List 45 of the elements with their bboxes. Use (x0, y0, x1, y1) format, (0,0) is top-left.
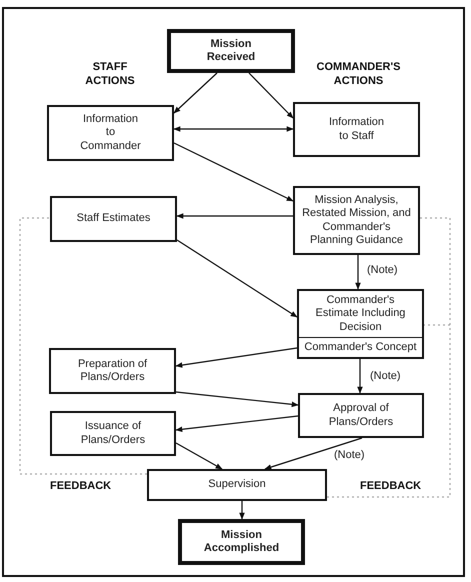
process-box (50, 196, 177, 242)
process-box (50, 411, 176, 456)
arrow (175, 347, 298, 368)
box-text: Supervision (207, 477, 267, 492)
box-text: Approval of Plans/Orders (328, 401, 394, 430)
terminal-box (167, 29, 295, 73)
arrow (239, 501, 245, 520)
column-heading: STAFF ACTIONS (84, 61, 136, 88)
edge-label: (Note) (333, 449, 366, 461)
arrow (174, 142, 294, 202)
box-text: Mission Accomplished (202, 528, 280, 556)
arrow (175, 415, 298, 432)
column-heading: COMMANDER'S ACTIONS (316, 61, 402, 88)
process-box (49, 348, 176, 394)
arrow (248, 72, 294, 118)
process-box (293, 186, 420, 255)
box-text: Commander's Estimate Including Decision (314, 293, 406, 335)
process-box (47, 105, 174, 161)
feedback-line (20, 218, 148, 474)
box-text: Staff Estimates (76, 211, 152, 226)
box-text: Issuance of Plans/Orders (80, 419, 146, 448)
arrow (355, 255, 361, 290)
arrow (176, 391, 299, 408)
column-heading: FEEDBACK (50, 480, 110, 494)
arrow (357, 359, 363, 394)
arrow (173, 126, 294, 132)
box-text: Information to Commander (79, 112, 142, 154)
arrow (173, 72, 218, 114)
edge-label: (Note) (369, 370, 402, 382)
arrow (264, 437, 362, 470)
arrow (176, 240, 298, 318)
arrow (176, 213, 293, 219)
arrow (176, 442, 223, 470)
terminal-box (178, 519, 305, 565)
process-box (297, 289, 424, 359)
box-text: Information to Staff (328, 115, 386, 144)
edge-label: (Note) (366, 264, 399, 276)
box-text: Mission Received (206, 36, 256, 65)
process-box (298, 393, 424, 438)
column-heading: FEEDBACK (360, 480, 420, 494)
box-subsection: Commander's Concept (299, 337, 422, 357)
box-text: Preparation of Plans/Orders (76, 356, 148, 385)
process-box (293, 102, 420, 157)
box-text: Mission Analysis, Restated Mission, and Commander's Planning Guidance (301, 193, 412, 248)
process-box (147, 469, 327, 501)
